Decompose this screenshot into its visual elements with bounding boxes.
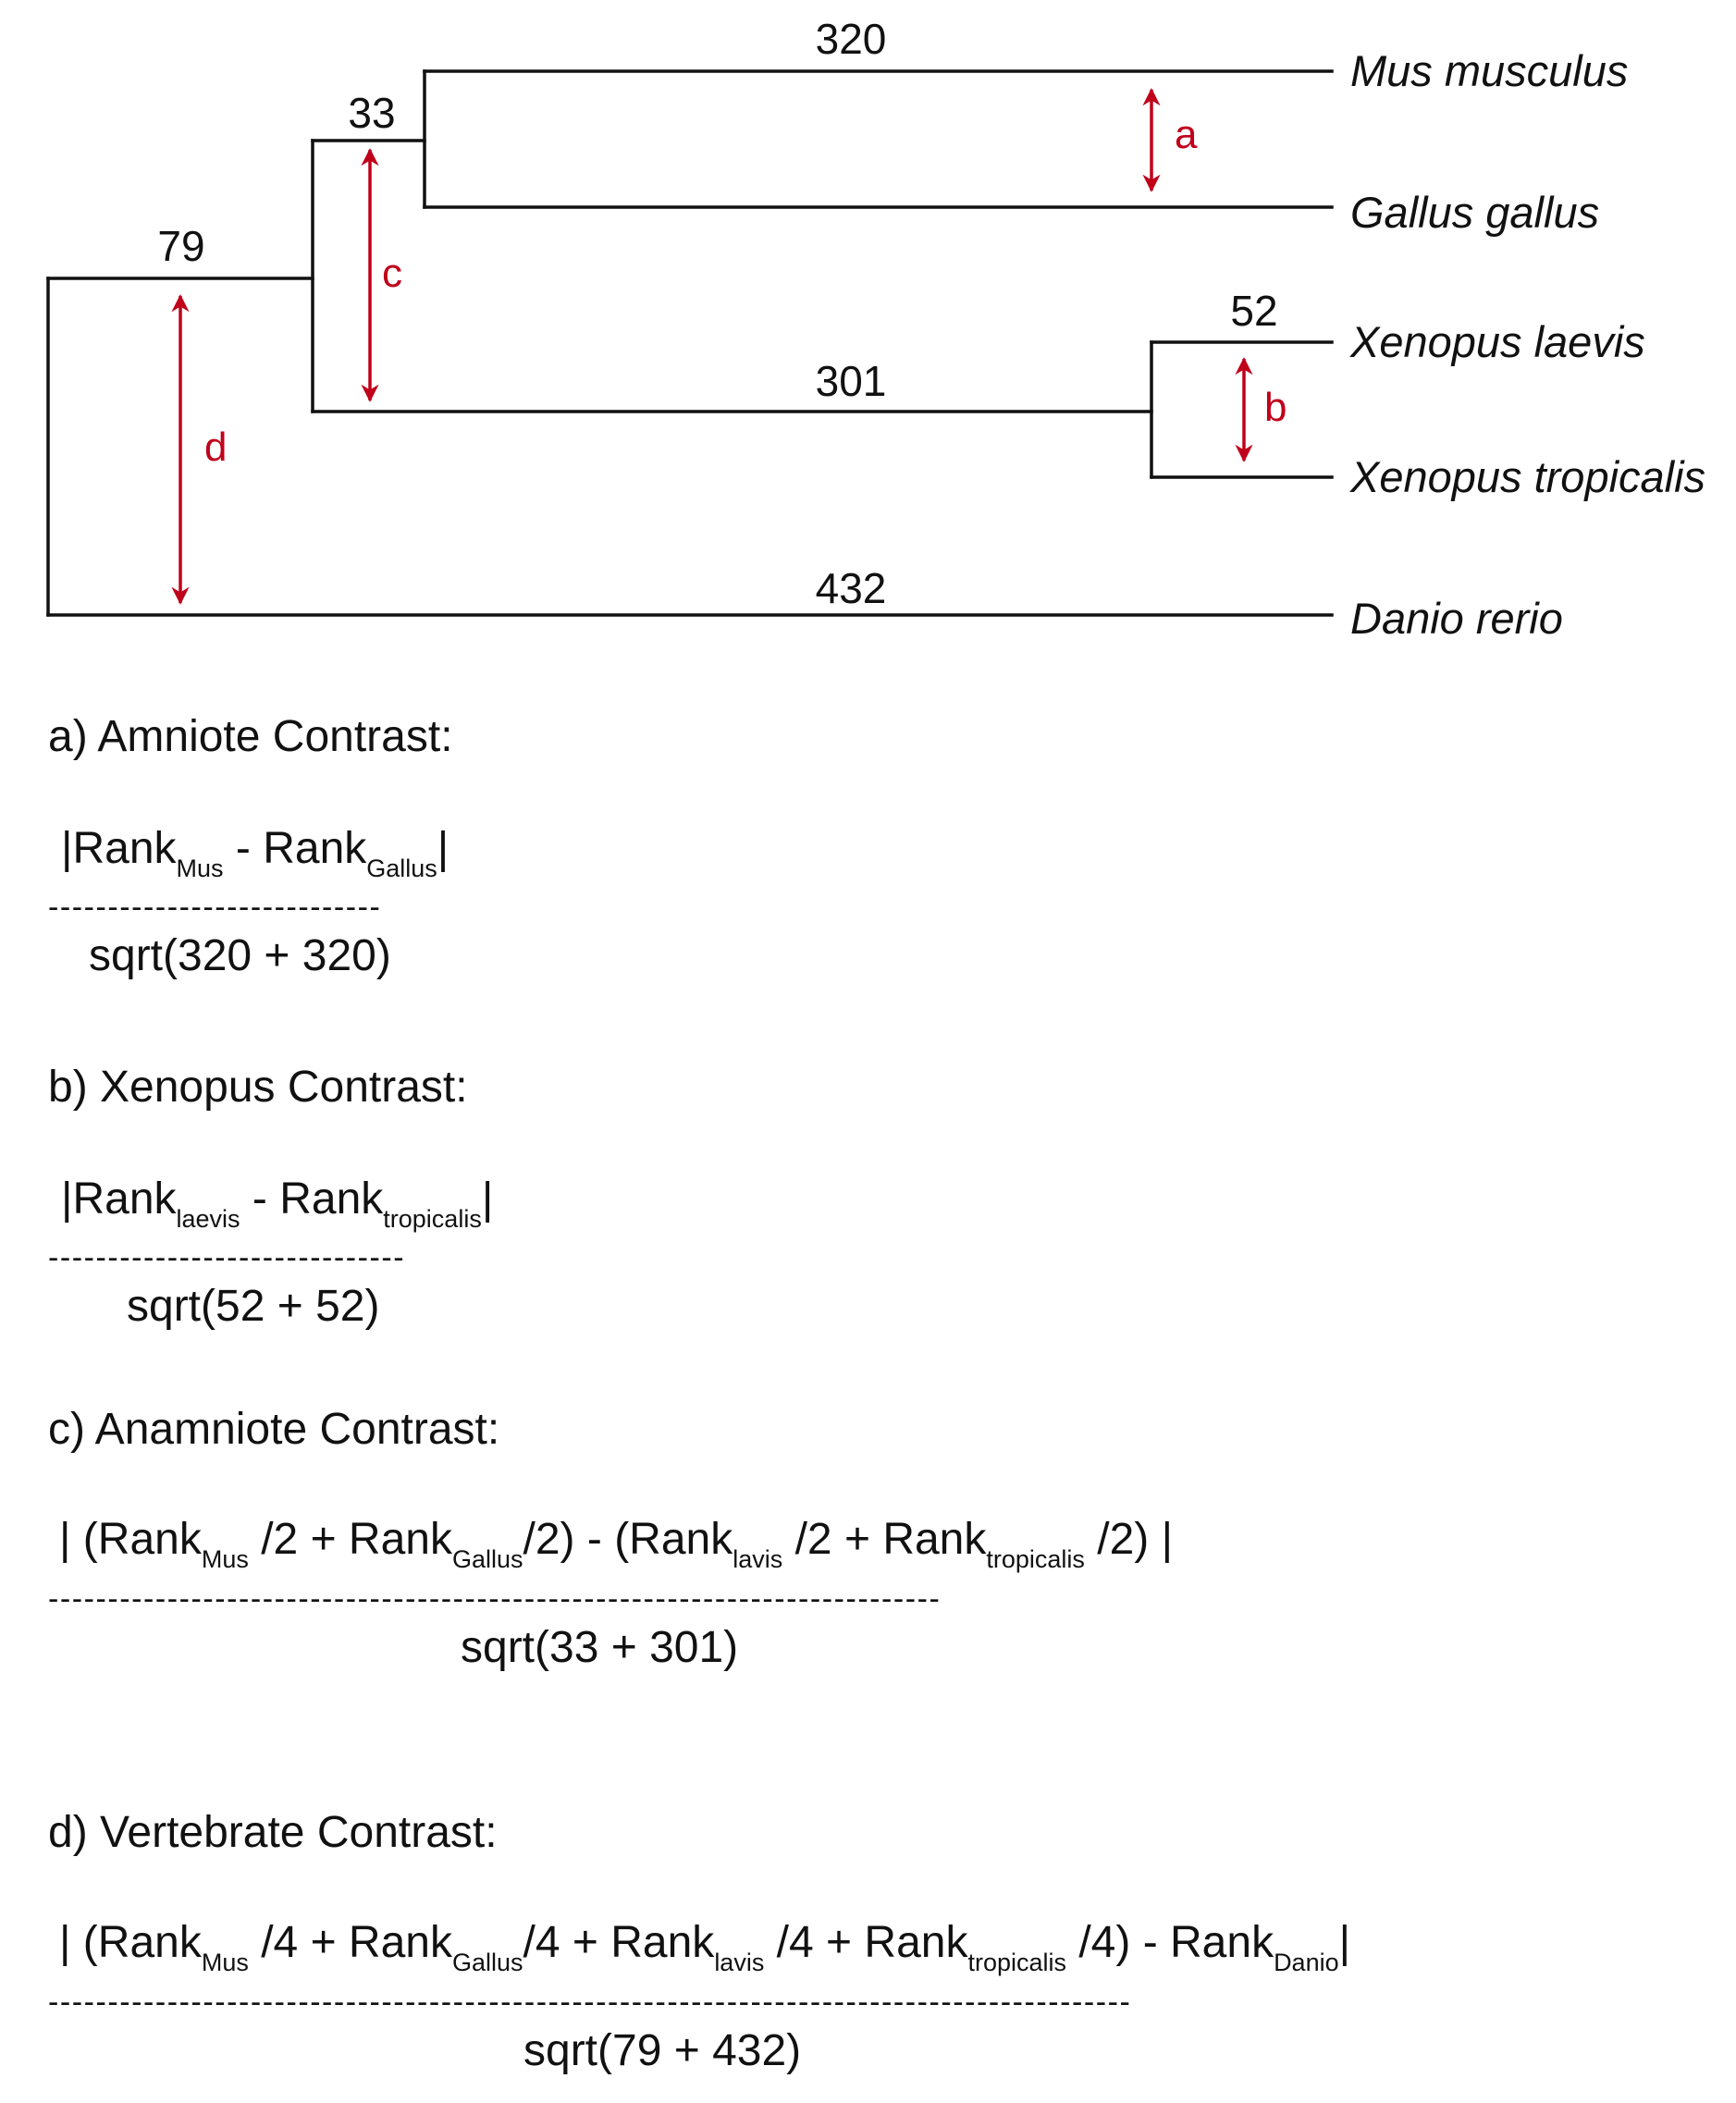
numerator-part: |: [481, 1174, 494, 1224]
branch-length-xenopus: 52: [1230, 287, 1277, 335]
contrast-a-heading: a) Amniote Contrast:: [48, 712, 453, 761]
taxon-labels: Mus musculus Gallus gallus Xenopus laevi…: [1349, 46, 1705, 643]
numerator-part: /2) - (Rank: [523, 1515, 733, 1564]
numerator-part: | (Rank: [59, 1515, 202, 1564]
numerator-part: /4) - Rank: [1066, 1918, 1274, 1967]
contrast-labels: a b c d: [204, 112, 1287, 470]
contrast-c-fraction-bar: ----------------------------------------…: [48, 1583, 942, 1615]
taxon-xenopus-laevis: Xenopus laevis: [1349, 317, 1645, 366]
contrast-b-denominator: sqrt(52 + 52): [127, 1282, 380, 1331]
taxon-danio-rerio: Danio rerio: [1350, 594, 1563, 643]
numerator-subscript: Gallus: [451, 1948, 523, 1976]
contrast-b-heading: b) Xenopus Contrast:: [48, 1063, 468, 1112]
numerator-subscript: lavis: [714, 1948, 765, 1976]
branch-length-anamniote-stem: 301: [816, 357, 887, 405]
numerator-part: /2) |: [1084, 1515, 1174, 1564]
numerator-part: - Rank: [240, 1174, 384, 1224]
branch-length-mus-gallus: 320: [816, 15, 887, 63]
numerator-part: | (Rank: [59, 1918, 202, 1967]
contrast-b-section: b) Xenopus Contrast: |Ranklaevis - Rankt…: [48, 1065, 696, 1343]
numerator-part: /2 + Rank: [248, 1515, 452, 1564]
numerator-subscript: laevis: [176, 1204, 240, 1233]
contrast-c-denominator: sqrt(33 + 301): [461, 1623, 739, 1672]
phylogenetic-tree: 320 33 79 52 301 432 Mus musculus Gallus…: [46, 15, 1705, 643]
numerator-part: |: [1338, 1918, 1351, 1967]
numerator-subscript: Danio: [1274, 1948, 1339, 1976]
contrast-a-numerator: |RankMus - RankGallus|: [61, 827, 449, 881]
contrast-d-heading: d) Vertebrate Contrast:: [48, 1808, 498, 1857]
numerator-part: |: [437, 824, 449, 873]
taxon-xenopus-tropicalis: Xenopus tropicalis: [1349, 452, 1705, 501]
numerator-part: |Rank: [61, 1174, 177, 1224]
numerator-subscript: Gallus: [366, 854, 437, 882]
branch-length-labels: 320 33 79 52 301 432: [157, 15, 1277, 612]
contrast-b-fraction-bar: ------------------------------: [48, 1242, 406, 1273]
numerator-subscript: Mus: [201, 1948, 249, 1976]
branch-length-amniote-stem: 33: [348, 89, 395, 137]
numerator-subscript: tropicalis: [986, 1544, 1085, 1573]
contrast-d-section: d) Vertebrate Contrast: | (RankMus /4 + …: [48, 1811, 1454, 2088]
numerator-part: /4 + Rank: [248, 1918, 452, 1967]
contrast-d-fraction-bar: ----------------------------------------…: [48, 1986, 1132, 2018]
taxon-mus-musculus: Mus musculus: [1350, 46, 1628, 95]
numerator-subscript: tropicalis: [383, 1204, 482, 1233]
numerator-subscript: Mus: [201, 1544, 249, 1573]
numerator-part: /4 + Rank: [764, 1918, 968, 1967]
contrast-a-section: a) Amniote Contrast: |RankMus - RankGall…: [48, 715, 696, 992]
contrast-d-numerator: | (RankMus /4 + RankGallus/4 + Ranklavis…: [59, 1921, 1350, 1975]
numerator-subscript: tropicalis: [967, 1948, 1066, 1976]
contrast-c-numerator: | (RankMus /2 + RankGallus/2) - (Ranklav…: [59, 1518, 1173, 1572]
contrast-label-b: b: [1264, 385, 1287, 430]
numerator-subscript: lavis: [733, 1544, 783, 1573]
contrast-arrows: [171, 88, 1253, 605]
branch-length-root: 79: [157, 222, 204, 270]
contrast-b-numerator: |Ranklaevis - Ranktropicalis|: [61, 1177, 493, 1232]
numerator-part: /4 + Rank: [523, 1918, 715, 1967]
numerator-part: /2 + Rank: [782, 1515, 987, 1564]
contrast-c-heading: c) Anamniote Contrast:: [48, 1405, 500, 1454]
taxon-gallus-gallus: Gallus gallus: [1350, 188, 1599, 237]
contrast-label-c: c: [382, 251, 402, 296]
contrast-label-d: d: [204, 424, 227, 470]
numerator-part: |Rank: [61, 824, 177, 873]
contrast-a-fraction-bar: ----------------------------: [48, 892, 382, 923]
numerator-part: - Rank: [223, 824, 367, 873]
branch-length-danio: 432: [816, 564, 887, 612]
contrast-a-denominator: sqrt(320 + 320): [89, 931, 391, 980]
contrast-c-section: c) Anamniote Contrast: | (RankMus /2 + R…: [48, 1408, 1250, 1685]
contrast-label-a: a: [1175, 112, 1198, 157]
tree-branches: [46, 69, 1334, 617]
numerator-subscript: Mus: [176, 854, 224, 882]
contrast-d-denominator: sqrt(79 + 432): [523, 2026, 802, 2075]
numerator-subscript: Gallus: [451, 1544, 523, 1573]
